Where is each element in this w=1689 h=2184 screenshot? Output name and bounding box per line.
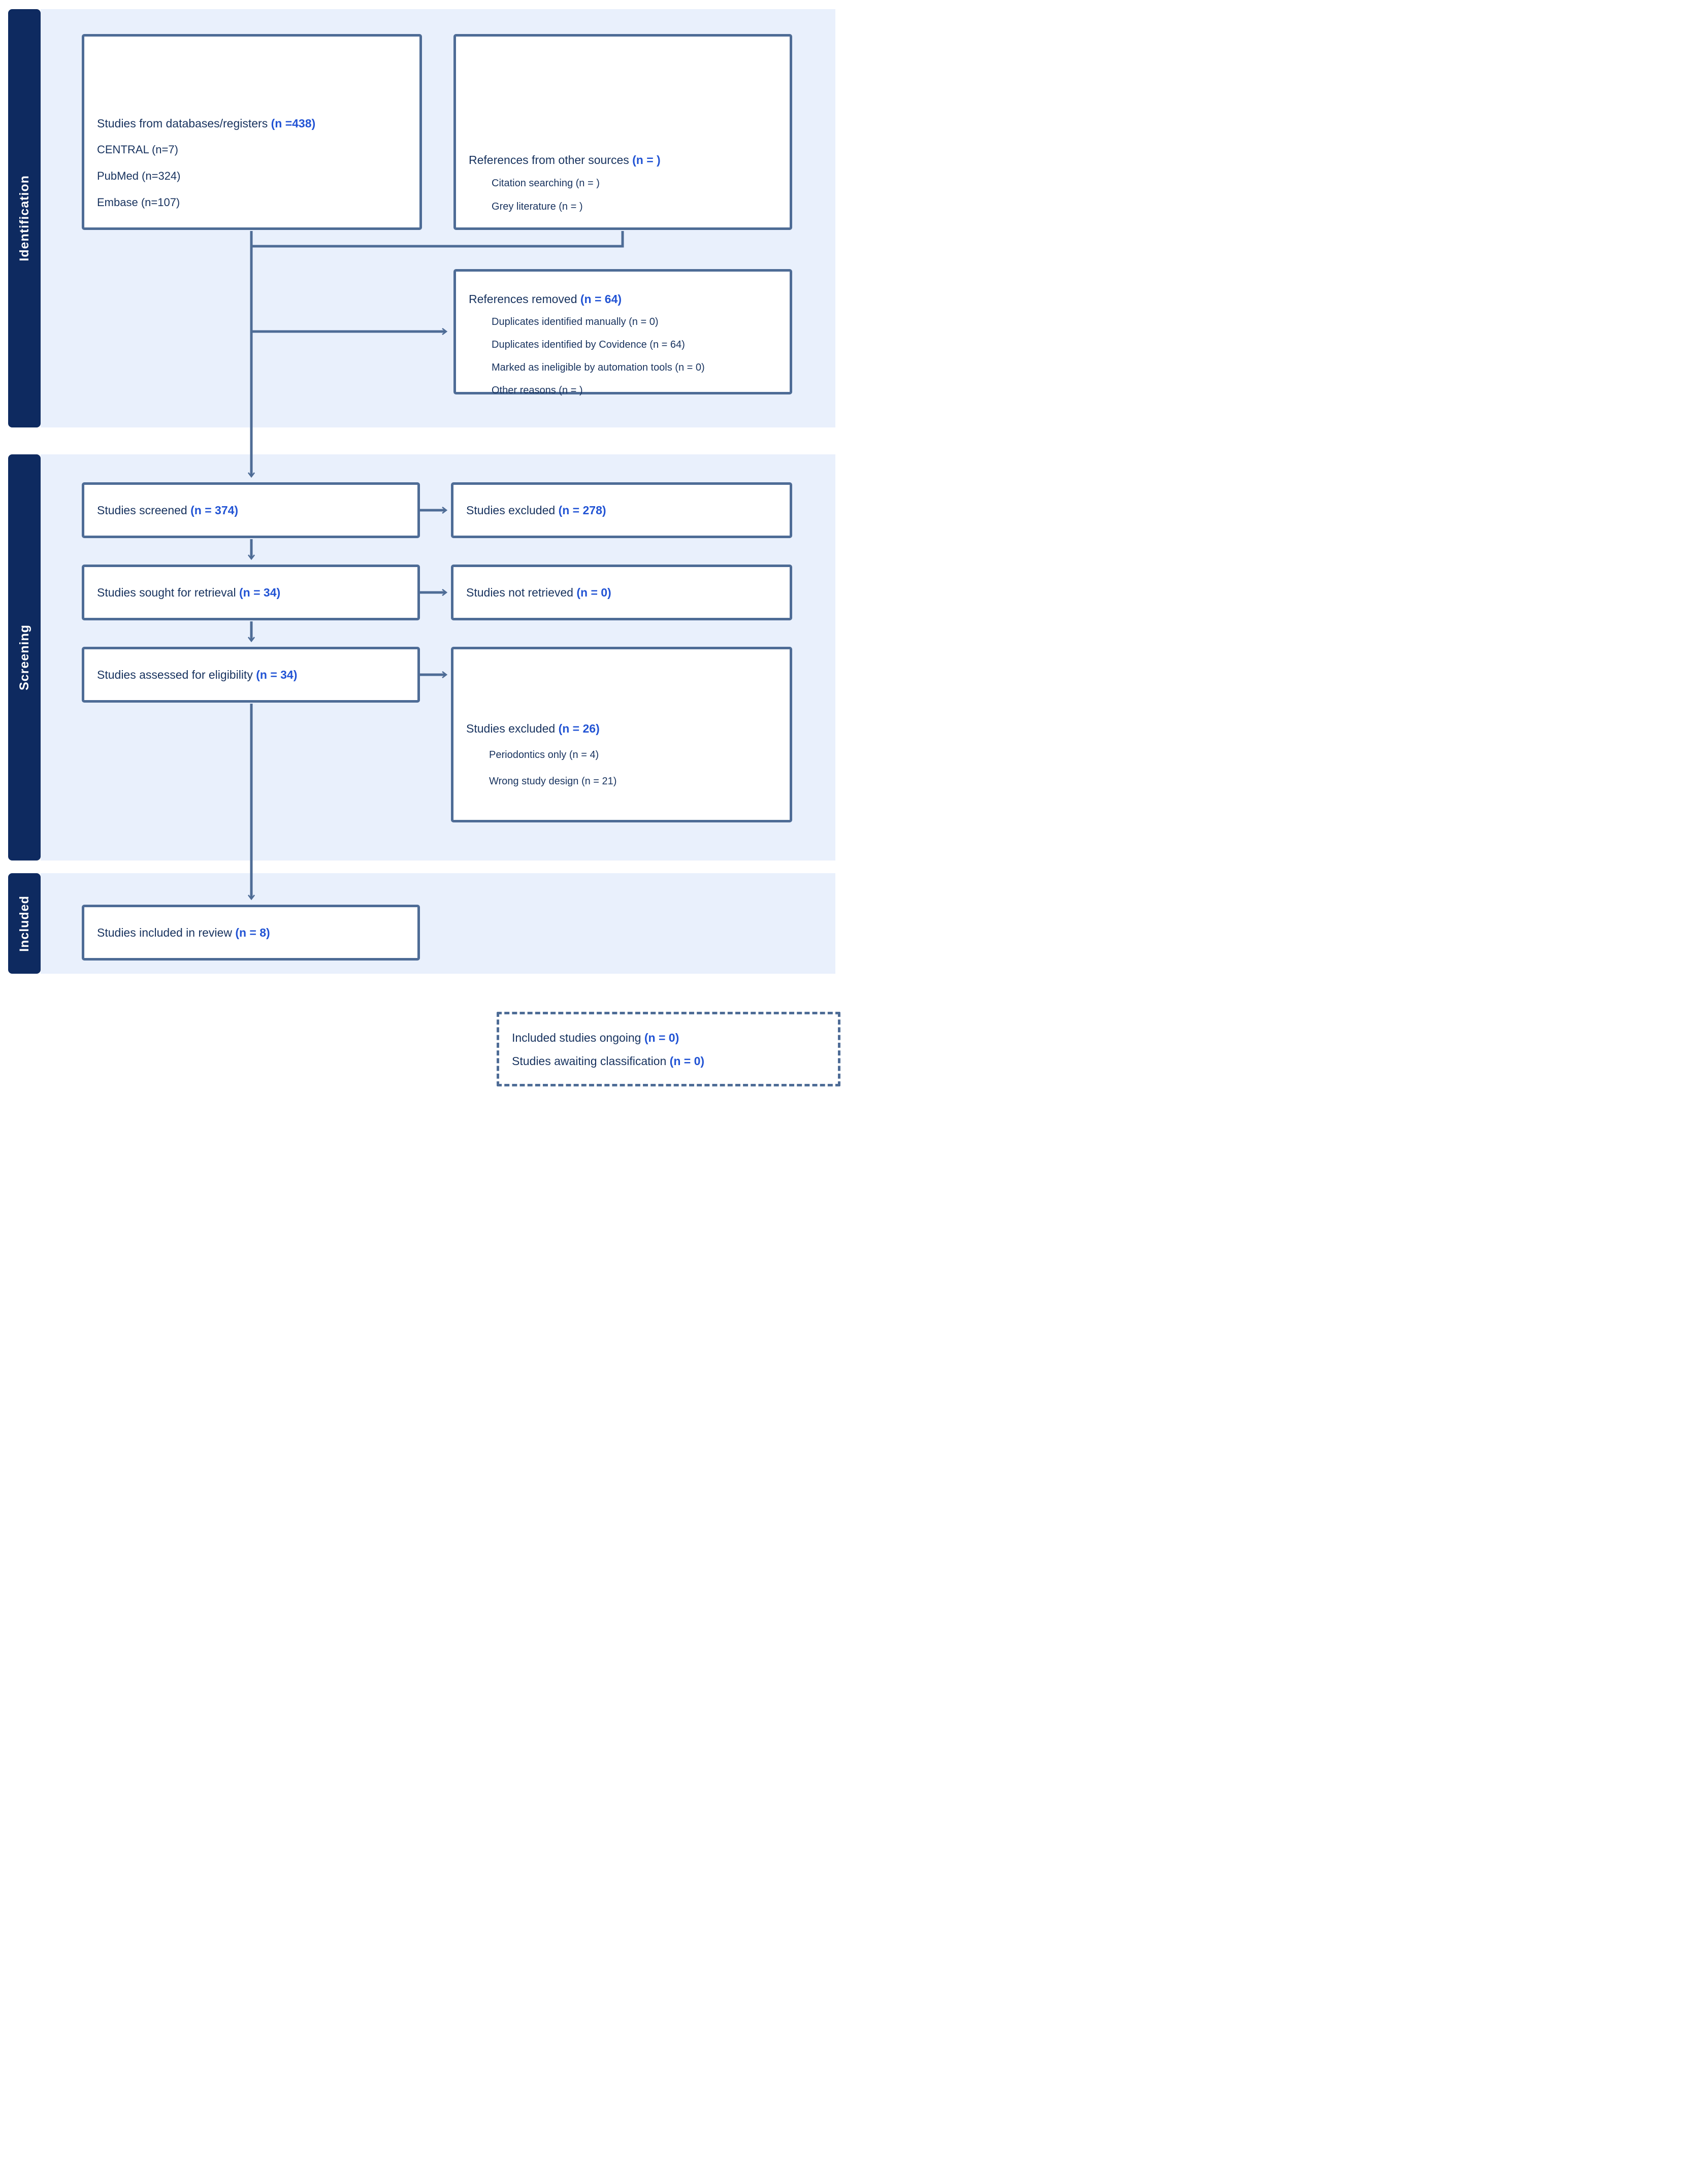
databases-count: (n =438) <box>271 117 316 130</box>
prisma-flow-diagram: Identification Screening Included <box>0 0 844 1092</box>
not-retrieved-box: Studies not retrieved (n = 0) <box>451 565 792 620</box>
other-sources-title: References from other sources <box>469 153 633 167</box>
excluded-eligibility-line-design: Wrong study design (n = 21) <box>489 776 617 787</box>
excluded-eligibility-line-periodontics: Periodontics only (n = 4) <box>489 749 599 760</box>
assessed-box: Studies assessed for eligibility (n = 34… <box>82 647 420 703</box>
other-sources-box: References from other sources (n = ) Cit… <box>453 34 792 230</box>
excluded-screening-count: (n = 278) <box>558 503 606 517</box>
not-retrieved-count: (n = 0) <box>576 585 611 599</box>
ongoing-count: (n = 0) <box>644 1031 679 1044</box>
assessed-title-line: Studies assessed for eligibility (n = 34… <box>97 668 411 682</box>
excluded-screening-title-line: Studies excluded (n = 278) <box>466 504 784 517</box>
awaiting-count: (n = 0) <box>669 1054 705 1068</box>
ongoing-line: Included studies ongoing (n = 0) <box>512 1026 832 1049</box>
not-retrieved-title-line: Studies not retrieved (n = 0) <box>466 586 784 600</box>
excluded-eligibility-box: Studies excluded (n = 26) Periodontics o… <box>451 647 792 822</box>
assessed-count: (n = 34) <box>256 668 298 681</box>
excluded-eligibility-title: Studies excluded <box>466 722 559 735</box>
excluded-eligibility-count: (n = 26) <box>558 722 600 735</box>
included-review-box: Studies included in review (n = 8) <box>82 905 420 961</box>
ongoing-label: Included studies ongoing <box>512 1031 644 1044</box>
connector-merge-other-sources <box>251 231 624 248</box>
references-removed-box: References removed (n = 64) Duplicates i… <box>453 269 792 396</box>
sought-count: (n = 34) <box>239 585 281 599</box>
references-removed-title-line: References removed (n = 64) <box>469 288 784 311</box>
references-removed-line-automation: Marked as ineligible by automation tools… <box>492 362 705 373</box>
sidebar-stage-included: Included <box>8 873 41 974</box>
screened-title: Studies screened <box>97 503 191 517</box>
references-removed-count: (n = 64) <box>580 292 622 306</box>
databases-line-central: CENTRAL (n=7) <box>97 143 178 156</box>
other-sources-count: (n = ) <box>632 153 661 167</box>
databases-line-pubmed: PubMed (n=324) <box>97 170 181 182</box>
screened-title-line: Studies screened (n = 374) <box>97 504 411 517</box>
connector-lines <box>0 231 624 1092</box>
sidebar-stage-screening: Screening <box>8 454 41 861</box>
other-sources-title-line: References from other sources (n = ) <box>469 148 784 172</box>
databases-line-embase: Embase (n=107) <box>97 196 180 209</box>
excluded-eligibility-title-line: Studies excluded (n = 26) <box>466 715 784 742</box>
screened-count: (n = 374) <box>190 503 239 517</box>
sought-title: Studies sought for retrieval <box>97 585 239 599</box>
not-retrieved-title: Studies not retrieved <box>466 585 577 599</box>
excluded-screening-box: Studies excluded (n = 278) <box>451 482 792 538</box>
references-removed-title: References removed <box>469 292 580 306</box>
awaiting-label: Studies awaiting classification <box>512 1054 670 1068</box>
references-removed-line-other: Other reasons (n = ) <box>492 385 583 396</box>
included-review-title-line: Studies included in review (n = 8) <box>97 926 411 940</box>
sidebar-stage-identification: Identification <box>8 9 41 427</box>
assessed-title: Studies assessed for eligibility <box>97 668 256 681</box>
awaiting-line: Studies awaiting classification (n = 0) <box>512 1049 832 1073</box>
ongoing-dashed-box: Included studies ongoing (n = 0) Studies… <box>497 1012 840 1086</box>
included-review-count: (n = 8) <box>235 925 270 939</box>
included-review-title: Studies included in review <box>97 925 236 939</box>
databases-box: Studies from databases/registers (n =438… <box>82 34 422 230</box>
sought-box: Studies sought for retrieval (n = 34) <box>82 565 420 620</box>
other-sources-line-grey: Grey literature (n = ) <box>492 201 583 212</box>
sought-title-line: Studies sought for retrieval (n = 34) <box>97 586 411 600</box>
databases-title-line: Studies from databases/registers (n =438… <box>97 110 413 137</box>
screened-box: Studies screened (n = 374) <box>82 482 420 538</box>
other-sources-line-citation: Citation searching (n = ) <box>492 178 600 189</box>
databases-title: Studies from databases/registers <box>97 117 271 130</box>
references-removed-line-covidence: Duplicates identified by Covidence (n = … <box>492 339 685 350</box>
excluded-screening-title: Studies excluded <box>466 503 559 517</box>
references-removed-line-manual: Duplicates identified manually (n = 0) <box>492 316 659 327</box>
